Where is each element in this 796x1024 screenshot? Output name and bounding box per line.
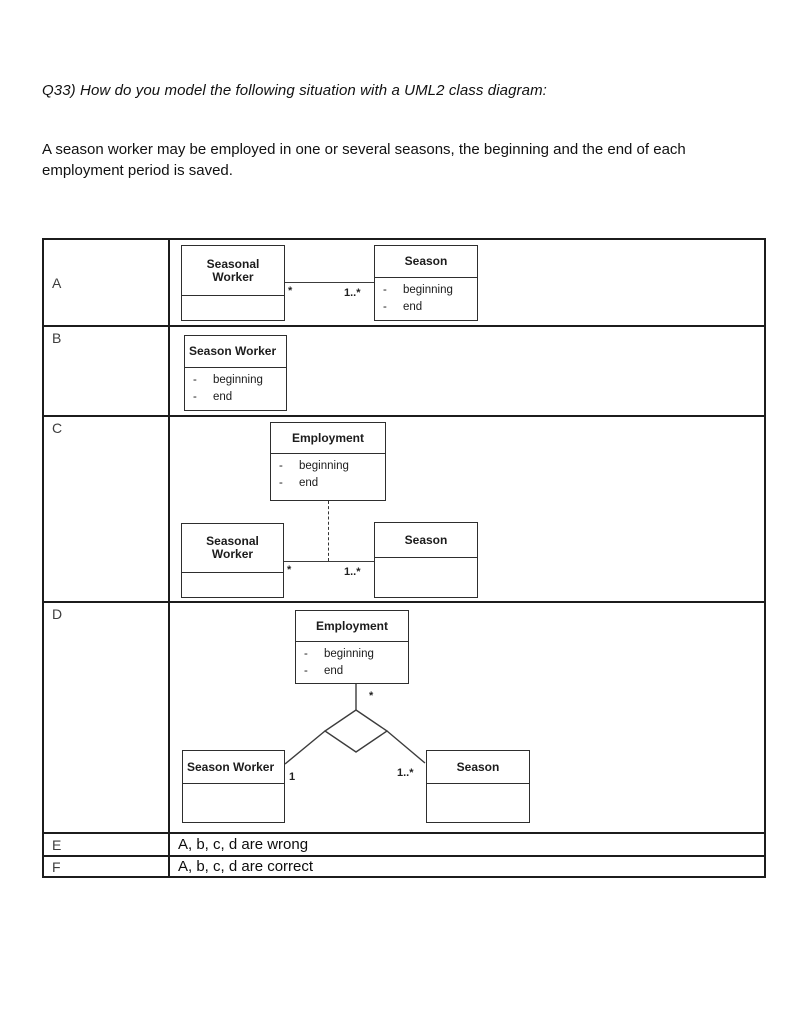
option-diagram-c: * 1..* Employment - beginning - end bbox=[170, 417, 764, 601]
attribute-name: beginning bbox=[324, 648, 374, 660]
attribute-visibility: - bbox=[383, 301, 387, 313]
question-description: A season worker may be employed in one o… bbox=[42, 139, 742, 181]
uml-class-season: Season bbox=[426, 750, 530, 823]
class-name: Season Worker bbox=[185, 336, 286, 368]
attribute-compartment: - beginning - end bbox=[271, 454, 385, 500]
attribute-compartment bbox=[375, 558, 477, 597]
attribute-row: - end bbox=[304, 663, 405, 680]
multiplicity-label: 1 bbox=[289, 771, 296, 783]
class-name: Employment bbox=[271, 423, 385, 454]
attribute-compartment bbox=[182, 296, 284, 320]
nary-association-diamond bbox=[323, 709, 389, 753]
attribute-name: end bbox=[403, 301, 423, 313]
uml-class-season-worker: Season Worker bbox=[182, 750, 285, 823]
attribute-name: beginning bbox=[403, 284, 453, 296]
class-name: Seasonal Worker bbox=[182, 246, 284, 296]
multiplicity-label: 1..* bbox=[344, 287, 361, 299]
option-row-a: A * 1..* Seasonal Worker Season - beginn… bbox=[44, 240, 764, 327]
uml-class-seasonal-worker: Seasonal Worker bbox=[181, 523, 284, 598]
attribute-row: - beginning bbox=[279, 458, 382, 475]
answer-text: A, b, c, d are wrong bbox=[178, 836, 309, 853]
uml-class-season: Season bbox=[374, 522, 478, 598]
class-name: Season Worker bbox=[183, 751, 284, 784]
option-answer-f: A, b, c, d are correct bbox=[170, 857, 764, 876]
attribute-name: end bbox=[213, 391, 233, 403]
option-row-b: B Season Worker - beginning - end bbox=[44, 327, 764, 417]
uml-class-employment: Employment - beginning - end bbox=[295, 610, 409, 684]
attribute-compartment: - beginning - end bbox=[296, 642, 408, 683]
attribute-visibility: - bbox=[279, 477, 283, 489]
attribute-row: - beginning bbox=[304, 646, 405, 663]
attribute-name: end bbox=[324, 665, 344, 677]
multiplicity-label: 1..* bbox=[397, 767, 414, 779]
attribute-compartment bbox=[183, 784, 284, 822]
attribute-visibility: - bbox=[279, 460, 283, 472]
description-line-1: A season worker may be employed in one o… bbox=[42, 141, 686, 158]
option-row-d: D * 1 1..* Employment - beginning bbox=[44, 603, 764, 834]
class-name: Seasonal Worker bbox=[182, 524, 283, 573]
option-row-e: E A, b, c, d are wrong bbox=[44, 834, 764, 857]
option-diagram-d: * 1 1..* Employment - beginning - end bbox=[170, 603, 764, 832]
attribute-compartment bbox=[427, 784, 529, 822]
association-line-to-season bbox=[386, 730, 426, 764]
attribute-visibility: - bbox=[383, 284, 387, 296]
option-label-f: F bbox=[44, 857, 170, 876]
class-name: Employment bbox=[296, 611, 408, 642]
option-label-d: D bbox=[44, 603, 170, 832]
multiplicity-label: * bbox=[287, 564, 292, 576]
attribute-name: beginning bbox=[213, 374, 263, 386]
attribute-row: - end bbox=[193, 389, 283, 406]
multiplicity-label: * bbox=[369, 690, 374, 702]
attribute-row: - beginning bbox=[193, 372, 283, 389]
answer-text: A, b, c, d are correct bbox=[178, 858, 314, 875]
association-line-to-season-worker bbox=[284, 730, 326, 765]
uml-class-employment: Employment - beginning - end bbox=[270, 422, 386, 501]
option-row-f: F A, b, c, d are correct bbox=[44, 857, 764, 876]
class-name: Season bbox=[427, 751, 529, 784]
attribute-row: - end bbox=[383, 299, 474, 316]
option-label-e: E bbox=[44, 834, 170, 855]
uml-class-seasonal-worker: Seasonal Worker bbox=[181, 245, 285, 321]
options-table: A * 1..* Seasonal Worker Season - beginn… bbox=[42, 238, 766, 878]
class-name: Season bbox=[375, 246, 477, 278]
attribute-name: beginning bbox=[299, 460, 349, 472]
multiplicity-label: * bbox=[288, 285, 293, 297]
uml-class-season: Season - beginning - end bbox=[374, 245, 478, 321]
attribute-row: - beginning bbox=[383, 282, 474, 299]
association-line bbox=[285, 282, 374, 283]
attribute-compartment: - beginning - end bbox=[185, 368, 286, 410]
option-answer-e: A, b, c, d are wrong bbox=[170, 834, 764, 855]
association-line bbox=[284, 561, 374, 562]
attribute-row: - end bbox=[279, 475, 382, 492]
class-name: Season bbox=[375, 523, 477, 558]
nary-association-graphic bbox=[284, 684, 426, 765]
attribute-name: end bbox=[299, 477, 319, 489]
option-label-c: C bbox=[44, 417, 170, 601]
option-diagram-a: * 1..* Seasonal Worker Season - beginnin… bbox=[170, 240, 764, 325]
uml-class-season-worker: Season Worker - beginning - end bbox=[184, 335, 287, 411]
attribute-compartment: - beginning - end bbox=[375, 278, 477, 320]
option-row-c: C * 1..* Employment - beginning - bbox=[44, 417, 764, 603]
attribute-visibility: - bbox=[304, 648, 308, 660]
option-label-b: B bbox=[44, 327, 170, 415]
question-title: Q33) How do you model the following situ… bbox=[42, 82, 547, 99]
attribute-visibility: - bbox=[193, 391, 197, 403]
attribute-compartment bbox=[182, 573, 283, 597]
association-class-connector bbox=[328, 501, 329, 561]
option-label-a: A bbox=[44, 240, 170, 325]
option-diagram-b: Season Worker - beginning - end bbox=[170, 327, 764, 415]
description-line-2: employment period is saved. bbox=[42, 162, 233, 179]
attribute-visibility: - bbox=[193, 374, 197, 386]
attribute-visibility: - bbox=[304, 665, 308, 677]
multiplicity-label: 1..* bbox=[344, 566, 361, 578]
